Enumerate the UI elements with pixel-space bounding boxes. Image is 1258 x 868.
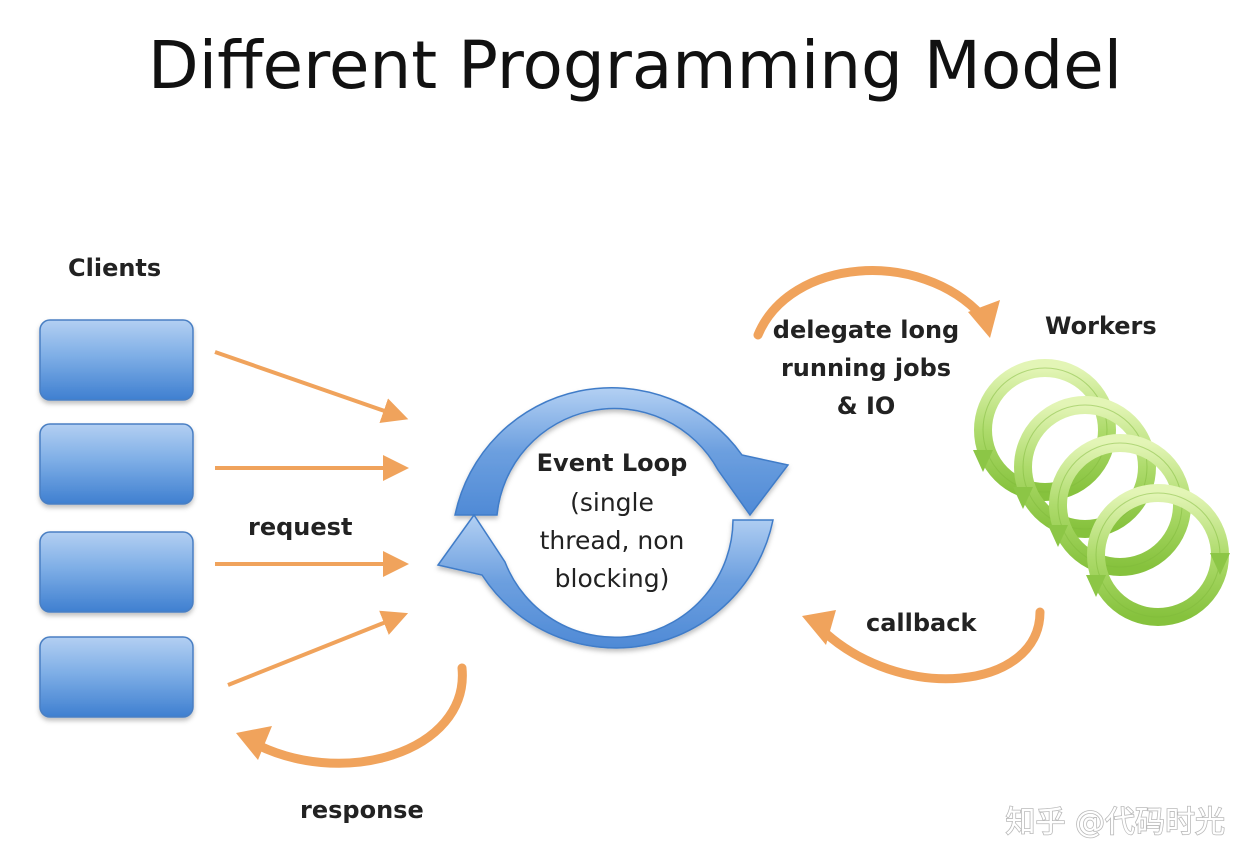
client-box-1 — [39, 319, 194, 401]
worker-ring-2 — [1013, 396, 1156, 538]
clients-label: Clients — [68, 254, 161, 282]
client-boxes — [39, 319, 194, 718]
worker-ring-1 — [973, 359, 1116, 501]
request-arrows — [214, 350, 409, 687]
worker-ring-4 — [1086, 484, 1230, 626]
client-box-4 — [39, 636, 194, 718]
event-loop-bottom-arc — [436, 513, 774, 649]
event-loop-ring — [436, 386, 790, 649]
callback-label: callback — [866, 609, 977, 637]
event-loop-desc-line-2: thread, non — [540, 526, 685, 555]
watermark-text: 知乎 @代码时光 — [1005, 805, 1225, 840]
delegate-label-line-2: running jobs — [781, 354, 951, 382]
event-loop-desc-line-1: (single — [570, 488, 654, 517]
request-label: request — [248, 513, 352, 541]
delegate-label-line-1: delegate long — [773, 316, 959, 344]
callback-arrow — [815, 607, 1045, 684]
event-loop-title: Event Loop — [537, 449, 688, 477]
worker-rings — [973, 359, 1230, 626]
delegate-arrow-head — [968, 300, 1000, 338]
event-loop-desc-line-3: blocking) — [555, 564, 670, 593]
response-arrow — [243, 663, 467, 768]
response-arrow-head — [236, 726, 272, 760]
request-arrow-4 — [227, 610, 409, 687]
page-title: Different Programming Model — [148, 27, 1122, 104]
delegate-arrow — [753, 266, 987, 340]
client-box-3 — [39, 531, 194, 613]
event-loop-top-arc — [454, 386, 790, 517]
request-arrow-1 — [214, 350, 409, 424]
workers-label: Workers — [1045, 312, 1157, 340]
callback-arrow-head — [802, 610, 836, 645]
response-label: response — [300, 796, 424, 824]
client-box-2 — [39, 423, 194, 505]
delegate-label-line-3: & IO — [837, 392, 896, 420]
